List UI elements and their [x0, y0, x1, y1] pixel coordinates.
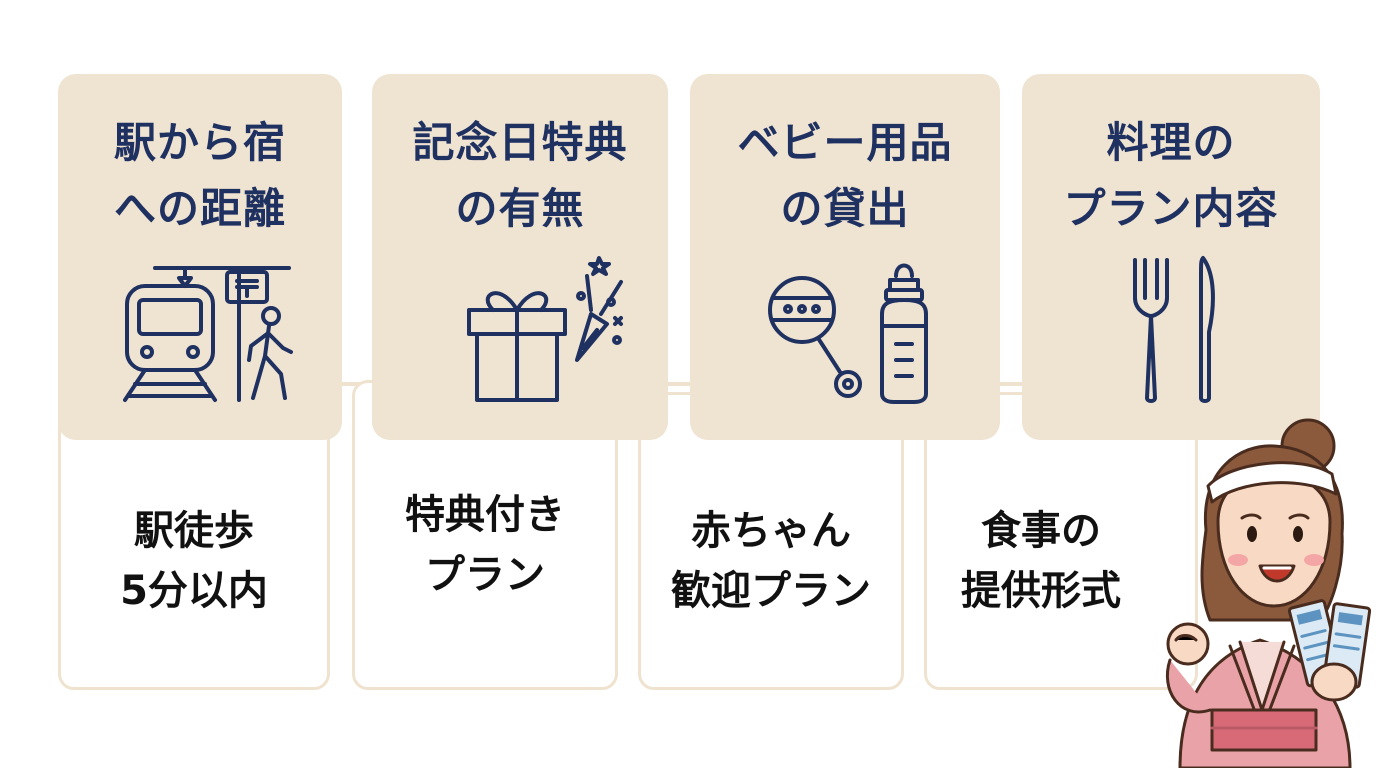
- column-title: 料理の プラン内容: [1022, 110, 1320, 242]
- bottom-card-3: 赤ちゃん 歓迎プラン: [638, 392, 904, 690]
- title-line-2: への距離: [113, 184, 286, 233]
- desc-text: 駅徒歩 5分以内: [120, 501, 268, 621]
- top-card-1: 駅から宿 への距離: [58, 74, 342, 440]
- desc-line-2: 歓迎プラン: [671, 568, 871, 614]
- connector-line: [998, 382, 1028, 386]
- desc-line-1: 赤ちゃん: [691, 508, 851, 554]
- title-line-1: 駅から宿: [113, 118, 286, 167]
- bottom-card-4: 食事の 提供形式: [924, 392, 1198, 690]
- desc-text: 食事の 提供形式: [961, 501, 1121, 621]
- title-line-1: 料理の: [1106, 118, 1236, 167]
- fork-knife-icon: [1133, 256, 1215, 403]
- top-card-4: 料理の プラン内容: [1022, 74, 1320, 440]
- title-line-2: プラン内容: [1063, 184, 1279, 233]
- title-line-2: の有無: [455, 184, 585, 233]
- desc-line-1: 駅徒歩: [134, 508, 254, 554]
- desc-text: 赤ちゃん 歓迎プラン: [671, 501, 871, 621]
- connector-line: [666, 382, 696, 386]
- column-title: 記念日特典 の有無: [372, 110, 668, 242]
- train-station-walk-icon: [123, 266, 293, 402]
- innkeeper-woman-with-tickets-icon: [1165, 418, 1372, 768]
- column-title: 駅から宿 への距離: [58, 110, 342, 242]
- desc-line-2: プラン: [425, 552, 545, 598]
- rattle-baby-bottle-icon: [768, 263, 928, 404]
- title-line-2: の貸出: [780, 184, 910, 233]
- desc-line-1: 特典付き: [405, 492, 565, 538]
- bottom-card-1: 駅徒歩 5分以内: [58, 392, 330, 690]
- top-card-2: 記念日特典 の有無: [372, 74, 668, 440]
- title-line-1: ベビー用品: [737, 118, 953, 167]
- gift-party-popper-icon: [467, 256, 623, 402]
- desc-line-2: 5分以内: [120, 568, 268, 614]
- title-line-1: 記念日特典: [412, 118, 628, 167]
- desc-line-2: 提供形式: [961, 568, 1121, 614]
- desc-text: 特典付き プラン: [405, 485, 565, 605]
- column-title: ベビー用品 の貸出: [690, 110, 1000, 242]
- top-card-3: ベビー用品 の貸出: [690, 74, 1000, 440]
- desc-line-1: 食事の: [981, 508, 1101, 554]
